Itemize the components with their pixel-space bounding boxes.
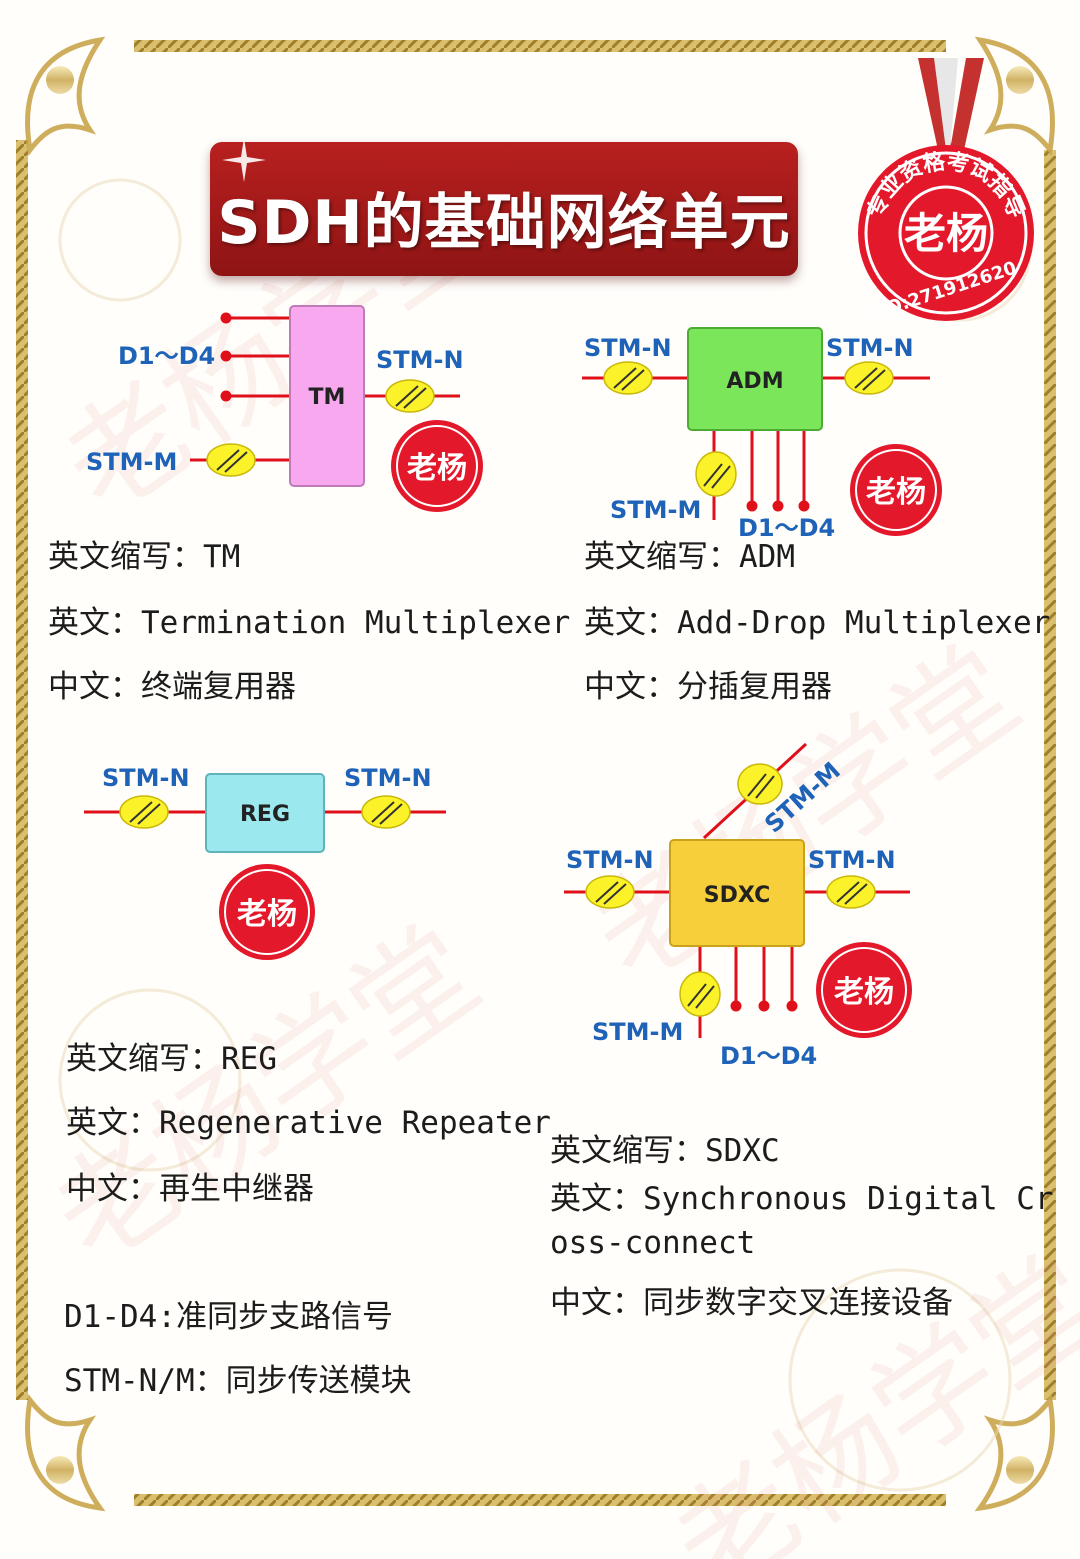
adm-english: 英文：Add-Drop Multiplexer — [584, 605, 1051, 641]
coupler-icon — [603, 361, 653, 395]
seal-large: 专业资格考试指导 老杨 QQ:271912620 — [858, 58, 1034, 324]
sdxc-box — [669, 839, 805, 947]
sdxc-east-label: STM-N — [808, 846, 896, 874]
seal-stamp-icon: 老杨 — [391, 420, 483, 512]
tm-chinese: 中文：终端复用器 — [48, 669, 296, 705]
page-title: SDH的基础网络单元 — [217, 188, 791, 258]
seal-center-text: 老杨 — [904, 209, 988, 258]
reg-english: 英文：Regenerative Repeater — [66, 1105, 551, 1141]
sdxc-drop-label: STM-M — [592, 1018, 683, 1046]
tm-tributary-label: D1～D4 — [118, 342, 215, 370]
reg-abbr: 英文缩写：REG — [66, 1041, 277, 1077]
coupler-icon — [585, 875, 635, 909]
reg-chinese: 中文：再生中继器 — [66, 1171, 314, 1207]
sdxc-abbr: 英文缩写：SDXC — [550, 1133, 780, 1169]
tm-stm-n-label: STM-N — [376, 346, 464, 374]
sdxc-chinese: 中文：同步数字交叉连接设备 — [550, 1285, 953, 1321]
svg-text:老杨: 老杨 — [237, 897, 297, 932]
coupler-icon — [695, 451, 737, 497]
seal-stamp-icon: 老杨 — [816, 942, 912, 1038]
adm-chinese: 中文：分插复用器 — [584, 669, 832, 705]
adm-east-label: STM-N — [826, 334, 914, 362]
coupler-icon — [361, 795, 411, 829]
coupler-icon — [206, 443, 256, 477]
svg-text:老杨: 老杨 — [866, 475, 926, 510]
coupler-icon — [385, 379, 435, 413]
coupler-icon — [679, 971, 721, 1017]
adm-abbr: 英文缩写：ADM — [584, 539, 795, 575]
coupler-icon — [826, 875, 876, 909]
tm-abbr: 英文缩写：TM — [48, 539, 241, 575]
tm-english: 英文：Termination Multiplexer — [48, 605, 571, 641]
adm-box — [687, 327, 823, 431]
reg-east-label: STM-N — [344, 764, 432, 792]
adm-drop-label: STM-M — [610, 496, 701, 524]
sdxc-english-line2: oss-connect — [550, 1225, 756, 1261]
seal-stamp-icon: 老杨 — [850, 444, 942, 536]
adm-west-label: STM-N — [584, 334, 672, 362]
reg-box-label: REG — [240, 802, 290, 827]
reg-box — [205, 773, 325, 853]
tm-box — [289, 305, 365, 487]
reg-west-label: STM-N — [102, 764, 190, 792]
sdxc-english-line1: 英文：Synchronous Digital Cr — [550, 1181, 1054, 1217]
title-banner: SDH的基础网络单元 — [210, 142, 798, 276]
coupler-icon — [844, 361, 894, 395]
seal-stamp-icon: 老杨 — [219, 864, 315, 960]
tm-box-label: TM — [309, 385, 346, 410]
note-stm: STM-N/M：同步传送模块 — [64, 1363, 412, 1399]
svg-text:老杨: 老杨 — [834, 975, 894, 1010]
svg-text:老杨: 老杨 — [407, 451, 467, 486]
note-tributary: D1-D4:准同步支路信号 — [64, 1299, 393, 1335]
sdxc-tributary-label: D1～D4 — [720, 1042, 817, 1070]
sparkle-icon — [222, 138, 266, 182]
sdxc-west-label: STM-N — [566, 846, 654, 874]
coupler-icon — [737, 763, 783, 805]
sdxc-box-label: SDXC — [704, 883, 770, 908]
adm-box-label: ADM — [726, 369, 783, 394]
coupler-icon — [119, 795, 169, 829]
tm-stm-m-label: STM-M — [86, 448, 177, 476]
adm-tributary-label: D1～D4 — [738, 514, 835, 542]
